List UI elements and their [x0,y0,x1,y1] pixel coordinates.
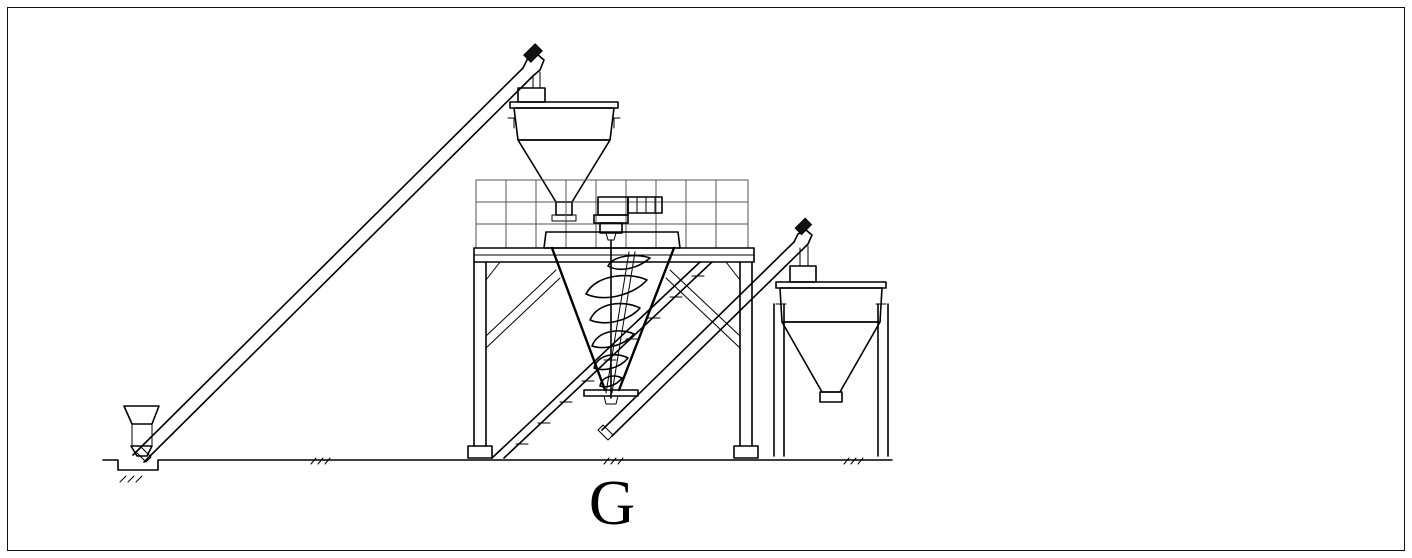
drive-motor [593,196,663,399]
mixer-screw [585,251,651,394]
conical-mixer [543,231,681,405]
left-screw-conveyor [132,43,546,463]
center-stair-conveyor [491,261,713,459]
top-hopper [507,101,621,222]
figure-frame [7,7,1405,551]
figure-label: G [588,467,636,538]
inlet-hopper [123,405,160,457]
guard-grid [475,179,749,249]
support-frame [467,247,759,459]
ground-line [102,457,893,483]
right-hopper [773,281,889,457]
right-screw-conveyor [597,217,817,441]
